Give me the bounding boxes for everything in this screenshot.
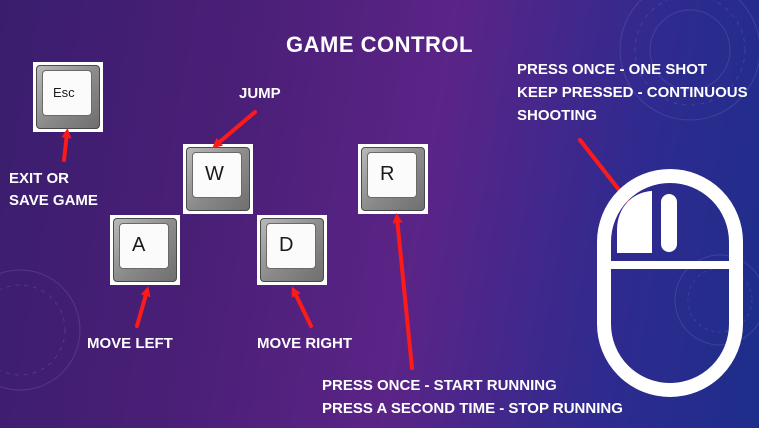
r-key-bevel: R (361, 147, 425, 211)
a-key: A (110, 215, 180, 285)
w-key: W (183, 144, 253, 214)
r-key: R (358, 144, 428, 214)
d-key-bevel: D (260, 218, 324, 282)
arrow-to-a (135, 286, 151, 328)
run-label-line2: PRESS A SECOND TIME - STOP RUNNING (322, 400, 623, 417)
r-key-label: R (367, 152, 417, 198)
w-key-label: W (192, 152, 242, 198)
move-right-label: MOVE RIGHT (257, 335, 353, 352)
shoot-label-line3: SHOOTING (517, 107, 598, 124)
arrow-to-d (291, 286, 313, 328)
arrow-to-r (392, 213, 414, 370)
a-key-bevel: A (113, 218, 177, 282)
exit-label-line1: EXIT OR (9, 170, 70, 187)
shoot-label-line2: KEEP PRESSED - CONTINUOUS (517, 84, 748, 101)
esc-key-label: Esc (42, 70, 92, 116)
mouse-icon (597, 169, 743, 397)
esc-key: Esc (33, 62, 103, 132)
d-key: D (257, 215, 327, 285)
run-label-line1: PRESS ONCE - START RUNNING (322, 377, 557, 394)
page-title: GAME CONTROL (286, 32, 473, 57)
a-key-label: A (119, 223, 169, 269)
esc-key-bevel: Esc (36, 65, 100, 129)
shoot-label-line1: PRESS ONCE - ONE SHOT (517, 61, 708, 78)
w-key-bevel: W (186, 147, 250, 211)
arrow-to-esc (61, 128, 72, 162)
move-left-label: MOVE LEFT (87, 335, 173, 352)
d-key-label: D (266, 223, 316, 269)
arrow-to-w (212, 110, 257, 149)
exit-label-line2: SAVE GAME (9, 192, 98, 209)
jump-label: JUMP (239, 85, 281, 102)
